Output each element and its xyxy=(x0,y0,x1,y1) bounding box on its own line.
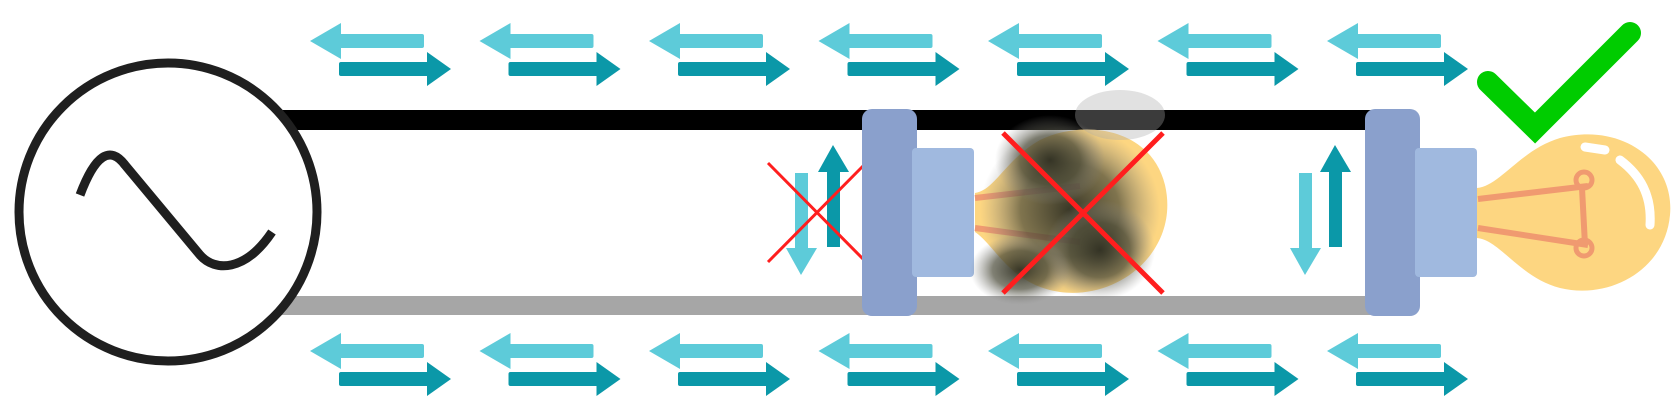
bulb-highlight xyxy=(1615,155,1655,230)
bulb-socket xyxy=(1365,109,1420,316)
arrow-left-icon xyxy=(479,23,594,59)
neutral-wire xyxy=(270,296,1390,315)
current-arrow-pair xyxy=(1157,23,1299,86)
arrow-left-icon xyxy=(1327,333,1441,369)
arrow-left-icon xyxy=(310,23,424,59)
bulb-highlight xyxy=(1580,142,1610,155)
current-arrow-pair xyxy=(479,23,621,86)
arrow-up-dark xyxy=(1320,145,1351,247)
arrow-right-icon xyxy=(339,52,451,86)
bulb-glass xyxy=(1477,134,1671,291)
arrow-left-icon xyxy=(1157,23,1272,59)
arrow-right-icon xyxy=(508,52,621,86)
crossed-current-arrows xyxy=(766,145,868,275)
arrow-right-icon xyxy=(678,362,790,396)
arrow-left-icon xyxy=(818,333,933,369)
cross-icon xyxy=(766,161,868,264)
current-arrow-pair xyxy=(1157,333,1299,396)
current-arrow-pair xyxy=(310,23,451,86)
arrow-right-icon xyxy=(847,52,960,86)
arrow-left-icon xyxy=(649,23,763,59)
arrow-right-icon xyxy=(1186,52,1299,86)
arrow-left-icon xyxy=(1327,23,1441,59)
smoke xyxy=(970,90,1165,305)
bulb-socket-collar xyxy=(912,148,974,277)
check-icon xyxy=(1477,22,1641,144)
bulb-filament xyxy=(1477,169,1595,259)
current-arrow-pair xyxy=(310,333,451,396)
arrow-right-icon xyxy=(678,52,790,86)
working-bulb-icon xyxy=(1290,109,1671,316)
arrow-left-icon xyxy=(479,333,594,369)
arrow-left-icon xyxy=(1157,333,1272,369)
cross-icon xyxy=(1001,131,1165,295)
current-arrow-pair xyxy=(479,333,621,396)
ac-source-icon xyxy=(14,58,322,366)
current-arrows-top xyxy=(310,23,1468,86)
current-arrow-pair xyxy=(988,23,1129,86)
current-arrow-pair xyxy=(649,23,790,86)
blown-bulb-icon xyxy=(766,90,1168,316)
current-arrow-pair xyxy=(818,23,960,86)
arrow-right-icon xyxy=(1017,362,1129,396)
live-wire xyxy=(270,110,1390,130)
bulb-socket xyxy=(862,109,917,316)
current-arrows-bottom xyxy=(310,333,1468,396)
arrow-left-icon xyxy=(310,333,424,369)
arrow-left-icon xyxy=(988,23,1102,59)
arrow-right-icon xyxy=(1017,52,1129,86)
arrow-right-icon xyxy=(508,362,621,396)
arrow-left-icon xyxy=(818,23,933,59)
arrow-down-light xyxy=(1290,173,1321,275)
current-arrow-pair xyxy=(649,333,790,396)
arrow-left-icon xyxy=(649,333,763,369)
current-arrow-pair xyxy=(818,333,960,396)
current-arrow-pair xyxy=(988,333,1129,396)
arrow-right-icon xyxy=(339,362,451,396)
arrow-left-icon xyxy=(988,333,1102,369)
bulb-socket-collar xyxy=(1415,148,1477,277)
arrow-right-icon xyxy=(1356,362,1468,396)
current-arrows-vertical xyxy=(1290,145,1351,275)
current-arrow-pair xyxy=(1327,333,1468,396)
arrow-right-icon xyxy=(1356,52,1468,86)
current-arrow-pair xyxy=(1327,23,1468,86)
arrow-right-icon xyxy=(847,362,960,396)
arrow-right-icon xyxy=(1186,362,1299,396)
